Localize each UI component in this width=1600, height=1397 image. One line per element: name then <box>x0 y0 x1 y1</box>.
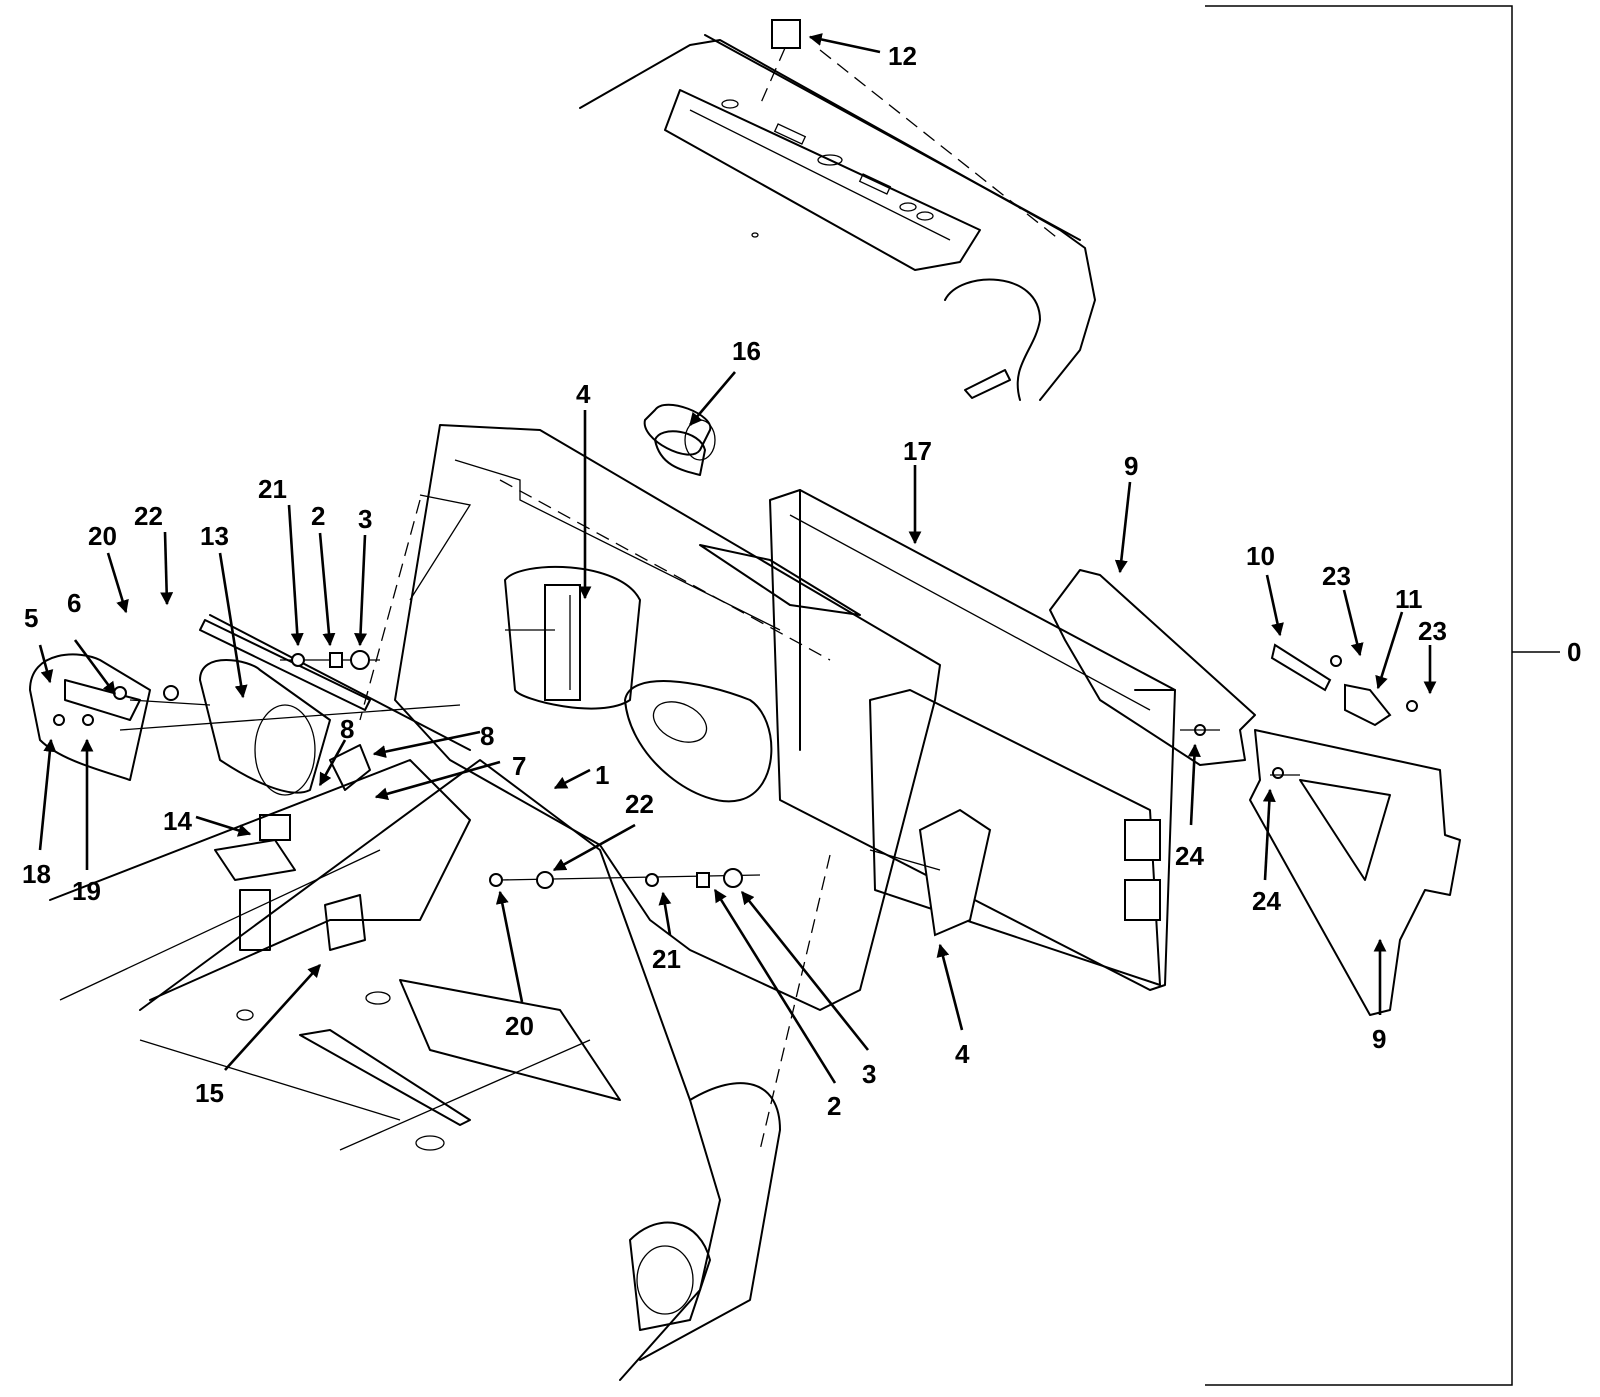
callout-9: 9 <box>1372 1024 1386 1054</box>
callout-leaders <box>38 33 1437 1084</box>
callout-0: 0 <box>1567 637 1581 667</box>
callout-23: 23 <box>1322 561 1351 591</box>
part-12-knob <box>771 19 801 49</box>
part-9-side-panel-upper <box>1049 569 1256 766</box>
heater-housing <box>359 424 941 1011</box>
callout-24: 24 <box>1175 841 1204 871</box>
assembly-bracket <box>1205 5 1560 1386</box>
callout-labels: 0 12 16 4 17 9 10 23 11 23 20 22 13 21 2… <box>22 41 1581 1121</box>
callout-1: 1 <box>595 760 609 790</box>
callout-16: 16 <box>732 336 761 366</box>
callout-6: 6 <box>67 588 81 618</box>
callout-24: 24 <box>1252 886 1281 916</box>
dashboard-top-panel <box>579 19 1096 401</box>
callout-5: 5 <box>24 603 38 633</box>
callout-13: 13 <box>200 521 229 551</box>
callout-7: 7 <box>512 751 526 781</box>
part-17-heater-core <box>769 489 1176 991</box>
callout-21: 21 <box>652 944 681 974</box>
hardware-axis-lines <box>53 650 1300 889</box>
callout-21: 21 <box>258 474 287 504</box>
callout-3: 3 <box>358 504 372 534</box>
callout-10: 10 <box>1246 541 1275 571</box>
callout-19: 19 <box>72 876 101 906</box>
callout-2: 2 <box>827 1091 841 1121</box>
callout-18: 18 <box>22 859 51 889</box>
callout-4: 4 <box>576 379 591 409</box>
part-14-relay <box>259 814 291 841</box>
callout-14: 14 <box>163 806 192 836</box>
part-9-side-panel-lower <box>1249 729 1461 1016</box>
callout-4: 4 <box>955 1039 970 1069</box>
callout-8: 8 <box>480 721 494 751</box>
callout-15: 15 <box>195 1078 224 1108</box>
callout-20: 20 <box>505 1011 534 1041</box>
callout-9: 9 <box>1124 451 1138 481</box>
callout-2: 2 <box>311 501 325 531</box>
callout-3: 3 <box>862 1059 876 1089</box>
lower-dash-structure <box>59 759 831 1381</box>
callout-12: 12 <box>888 41 917 71</box>
callout-22: 22 <box>625 789 654 819</box>
callout-22: 22 <box>134 501 163 531</box>
callout-20: 20 <box>88 521 117 551</box>
part-4-seal-lower <box>918 808 992 937</box>
callout-17: 17 <box>903 436 932 466</box>
callout-23: 23 <box>1418 616 1447 646</box>
callout-8: 8 <box>340 714 354 744</box>
callout-11: 11 <box>1395 584 1423 614</box>
